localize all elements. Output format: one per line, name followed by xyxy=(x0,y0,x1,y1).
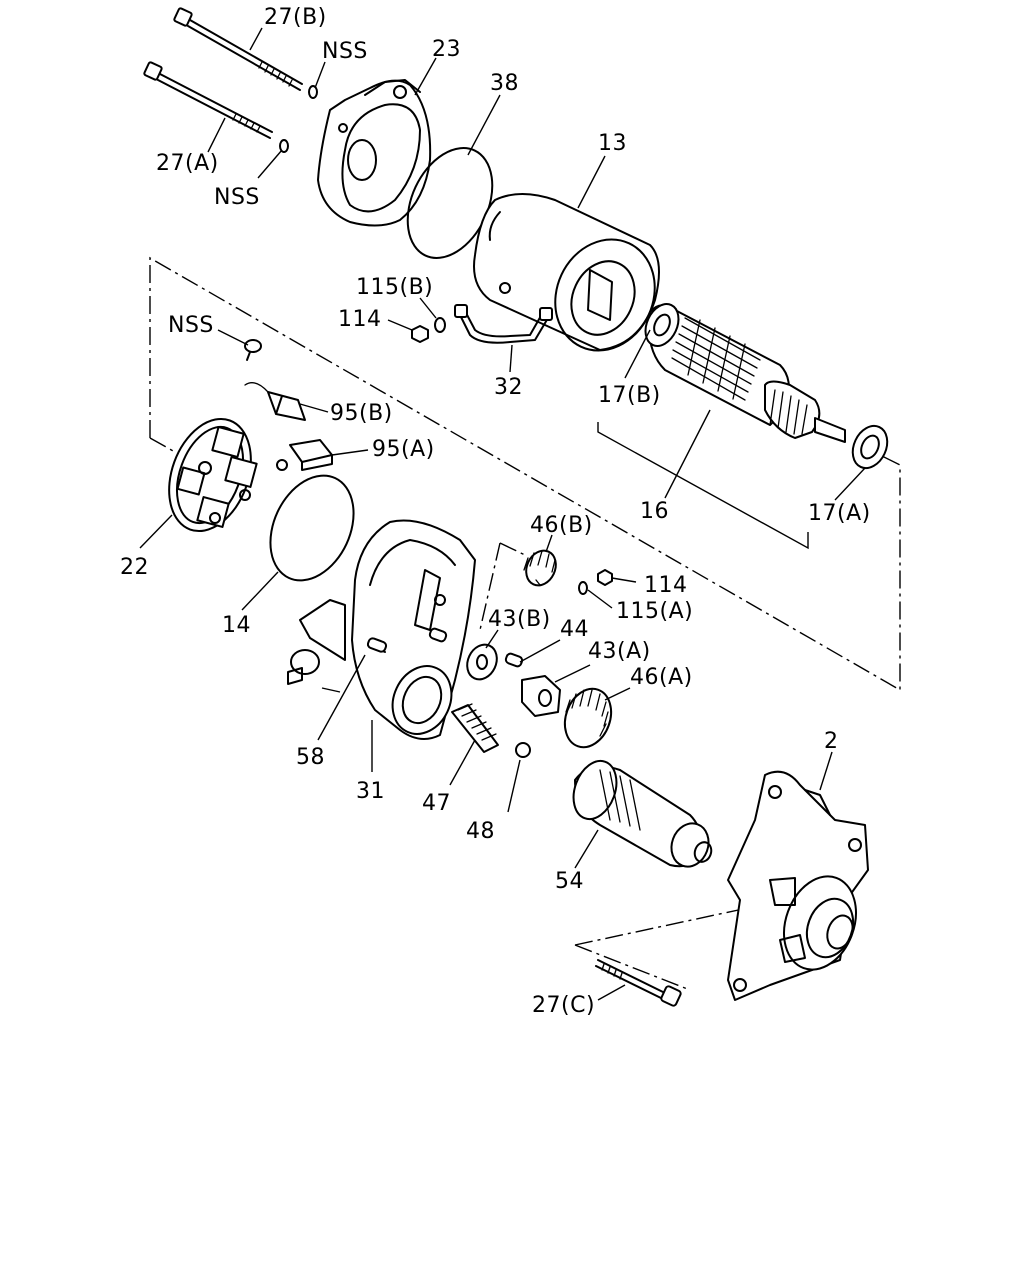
washer-nss-upper xyxy=(308,85,318,99)
label-2: 2 xyxy=(824,729,839,754)
label-27c: 27(C) xyxy=(532,993,595,1018)
bolt-27c xyxy=(595,959,682,1007)
label-46a: 46(A) xyxy=(630,665,693,690)
brush-holder-22 xyxy=(168,417,258,533)
label-14: 14 xyxy=(222,613,251,638)
washer-115b xyxy=(434,317,446,333)
gear-46b xyxy=(523,549,557,587)
bolt-27a xyxy=(143,61,273,139)
bolt-27b xyxy=(173,7,303,91)
label-23: 23 xyxy=(432,37,461,62)
armature-16 xyxy=(644,303,846,443)
label-114-upper: 114 xyxy=(338,307,382,332)
label-115b: 115(B) xyxy=(356,275,433,300)
label-13: 13 xyxy=(598,131,627,156)
label-31: 31 xyxy=(356,779,385,804)
label-48: 48 xyxy=(466,819,495,844)
yoke-13 xyxy=(473,193,660,352)
nut-114-upper xyxy=(411,325,429,343)
label-nss-2: NSS xyxy=(214,185,260,210)
rear-end-frame-23 xyxy=(317,79,432,227)
label-114-lower: 114 xyxy=(644,573,688,598)
label-17b: 17(B) xyxy=(598,383,661,408)
ball-48 xyxy=(515,742,531,758)
washer-43b xyxy=(466,643,498,681)
bearing-17a xyxy=(851,424,889,470)
front-bracket-2 xyxy=(727,770,869,1001)
retainer-43a xyxy=(521,675,561,717)
housing-31 xyxy=(299,519,476,740)
brush-95a xyxy=(276,439,333,471)
label-47: 47 xyxy=(422,791,451,816)
washer-nss-lower xyxy=(279,139,289,153)
gear-46a xyxy=(563,687,613,749)
label-32: 32 xyxy=(494,375,523,400)
label-27b: 27(B) xyxy=(264,5,327,30)
label-43b: 43(B) xyxy=(488,607,551,632)
spring-47 xyxy=(451,703,499,753)
o-ring-14 xyxy=(269,474,355,582)
label-17a: 17(A) xyxy=(808,501,871,526)
screw-nss xyxy=(244,339,262,361)
label-22: 22 xyxy=(120,555,149,580)
pin-44 xyxy=(504,652,524,668)
lead-wire-32 xyxy=(454,304,553,344)
label-58: 58 xyxy=(296,745,325,770)
nut-114-lower xyxy=(597,569,613,586)
label-43a: 43(A) xyxy=(588,639,651,664)
label-115a: 115(A) xyxy=(616,599,693,624)
label-16: 16 xyxy=(640,499,669,524)
label-nss-1: NSS xyxy=(322,39,368,64)
label-44: 44 xyxy=(560,617,589,642)
label-27a: 27(A) xyxy=(156,151,219,176)
terminal-58 xyxy=(287,637,388,685)
leader-lines xyxy=(139,27,866,1001)
label-38: 38 xyxy=(490,71,519,96)
brush-95b xyxy=(244,382,306,421)
part-labels: 27(B) NSS 23 38 13 27(A) NSS 115(B) 114 … xyxy=(120,5,871,1018)
pinion-clutch-54 xyxy=(572,759,713,868)
label-95a: 95(A) xyxy=(372,437,435,462)
label-95b: 95(B) xyxy=(330,401,393,426)
label-46b: 46(B) xyxy=(530,513,593,538)
label-54: 54 xyxy=(555,869,584,894)
label-nss-3: NSS xyxy=(168,313,214,338)
washer-115a xyxy=(578,581,588,595)
